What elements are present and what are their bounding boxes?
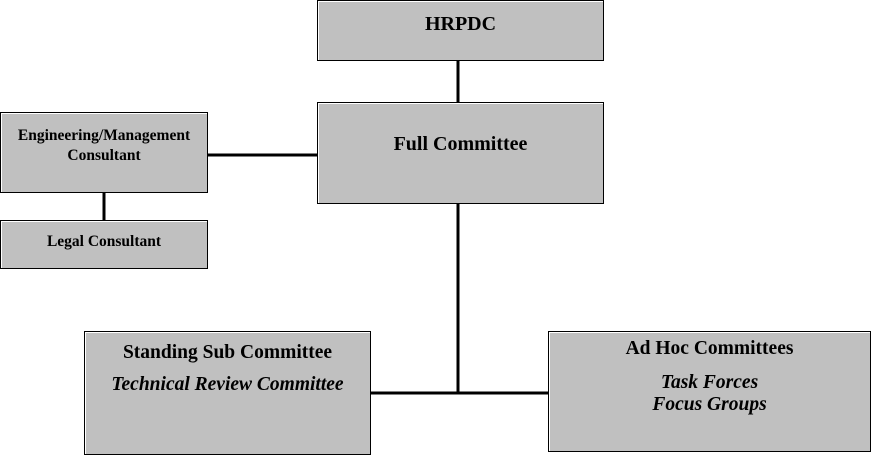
technical-review-committee-label: Technical Review Committee (111, 374, 344, 395)
ad-hoc-committees-title: Ad Hoc Committees (625, 338, 794, 359)
hrpdc-box: HRPDC (317, 0, 604, 61)
task-forces-label: Task Forces (660, 372, 759, 393)
focus-groups-label: Focus Groups (652, 394, 767, 415)
engineering-consultant-line2: Consultant (67, 147, 141, 164)
ad-hoc-committees-box: Ad Hoc Committees Task Forces Focus Grou… (548, 331, 871, 452)
full-committee-box: Full Committee (317, 102, 604, 204)
legal-consultant-label: Legal Consultant (46, 233, 162, 250)
standing-sub-committee-title: Standing Sub Committee (122, 342, 333, 363)
hrpdc-label: HRPDC (424, 13, 497, 35)
engineering-consultant-box: Engineering/Management Consultant (0, 112, 208, 193)
full-committee-label: Full Committee (393, 133, 528, 155)
engineering-consultant-line1: Engineering/Management (17, 127, 191, 144)
legal-consultant-box: Legal Consultant (0, 220, 208, 269)
standing-sub-committee-box: Standing Sub Committee Technical Review … (84, 331, 371, 455)
